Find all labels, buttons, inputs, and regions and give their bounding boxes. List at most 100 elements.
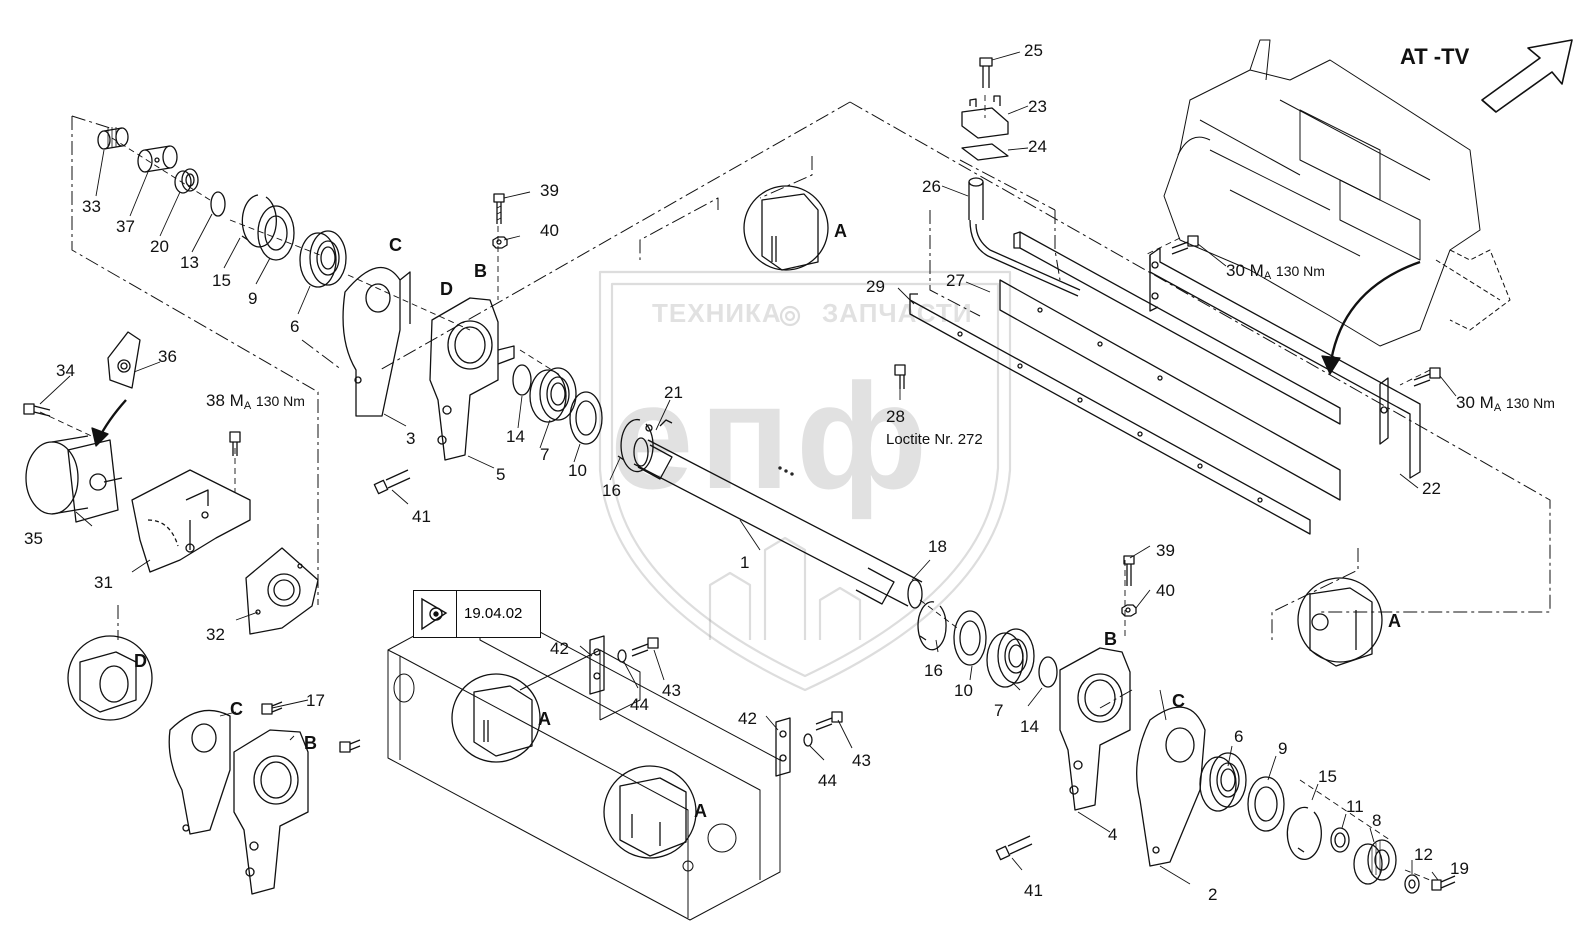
part-10-washer-upper (569, 391, 603, 445)
part-17-screw-b (339, 739, 361, 753)
part-28-screw (894, 364, 906, 389)
part-label-28: 28 (886, 407, 905, 426)
direction-arrow-icon (1481, 39, 1573, 113)
part-23-clamp (961, 95, 1009, 139)
part-29-rail (909, 279, 1341, 535)
part-label-15-bottom: 15 (1318, 767, 1337, 786)
paver-overview (1163, 39, 1511, 347)
part-30-screw-top (1171, 235, 1199, 255)
torque-38: 38 MA 130 Nm (206, 391, 305, 412)
part-label-36: 36 (158, 347, 177, 366)
part-11-ring (1330, 827, 1350, 853)
part-12-washer (1404, 874, 1420, 894)
part-15-circlip-lower (1286, 806, 1322, 861)
part-label-41-top: 41 (412, 507, 431, 526)
drop-arrow-head (91, 427, 109, 447)
part-34-screw (23, 403, 51, 417)
part-4-bracket-alt (233, 729, 309, 895)
part-label-16-top: 16 (602, 481, 621, 500)
detail-letter-b-bottom: B (304, 733, 317, 753)
part-label-20: 20 (150, 237, 169, 256)
view-reference-label: 19.04.02 (464, 605, 523, 622)
detail-letter-a-frame-1: A (538, 709, 551, 729)
part-label-21: 21 (664, 383, 683, 402)
detail-circle-a-top (743, 185, 829, 271)
part-label-25: 25 (1024, 41, 1043, 60)
part-44-washer-a (617, 649, 627, 663)
part-label-39-bottom: 39 (1156, 541, 1175, 560)
part-7-bearing-upper (529, 367, 577, 423)
part-42-plate-b (775, 717, 791, 777)
part-label-14-top: 14 (506, 427, 525, 446)
part-40-nut-lower (1121, 604, 1137, 617)
part-label-9-bottom: 9 (1278, 739, 1288, 758)
detail-letter-a-top: A (834, 221, 847, 241)
frame-assembly (387, 599, 781, 921)
watermark-company: ТЕХНИКА (652, 298, 782, 328)
part-label-4: 4 (1108, 825, 1118, 844)
part-label-18: 18 (928, 537, 947, 556)
part-40-nut-top (492, 236, 508, 249)
part-13-ring (210, 191, 226, 217)
detail-letter-d-bottom: D (134, 651, 147, 671)
loctite-note: Loctite Nr. 272 (886, 431, 983, 448)
part-label-43-b: 43 (852, 751, 871, 770)
part-19-screw (1431, 875, 1456, 891)
part-42-plate-a (589, 635, 605, 695)
part-label-23: 23 (1028, 97, 1047, 116)
part-label-40-top: 40 (540, 221, 559, 240)
detail-letter-d-top: D (440, 279, 453, 299)
part-6-bearing-lower (1199, 752, 1247, 812)
part-label-12: 12 (1414, 845, 1433, 864)
part-label-3: 3 (406, 429, 416, 448)
view-reference-box: 19.04.02 (413, 590, 541, 638)
part-6-bearing (299, 230, 347, 288)
part-33-sleeve (97, 127, 129, 150)
part-label-42-b: 42 (738, 709, 757, 728)
detail-letter-c-right: C (1172, 691, 1185, 711)
part-label-22: 22 (1422, 479, 1441, 498)
part-label-27: 27 (946, 271, 965, 290)
part-label-29: 29 (866, 277, 885, 296)
part-label-44-b: 44 (818, 771, 837, 790)
part-label-31: 31 (94, 573, 113, 592)
detail-letter-c-top: C (389, 235, 402, 255)
part-43-screw-b (815, 711, 843, 731)
detail-letter-a-frame-2: A (694, 801, 707, 821)
part-9-washer-lower (1247, 776, 1285, 832)
part-label-10-top: 10 (568, 461, 587, 480)
part-8-gear (1353, 839, 1397, 885)
curved-arrow-head (1321, 355, 1341, 375)
detail-letter-a-right: A (1388, 611, 1401, 631)
watermark-company2: ЗАПЧАСТИ (822, 298, 973, 328)
part-3-lever (342, 266, 411, 417)
part-1-shaft (633, 419, 923, 609)
detail-circle-d (67, 635, 153, 721)
detail-letter-b-right: B (1104, 629, 1117, 649)
part-label-10-bottom: 10 (954, 681, 973, 700)
part-label-7-top: 7 (540, 445, 550, 464)
part-14-ring-lower (1038, 656, 1058, 688)
part-label-32: 32 (206, 625, 225, 644)
part-17-screw-a (261, 701, 283, 715)
part-label-33: 33 (82, 197, 101, 216)
part-43-screw-a (631, 637, 659, 657)
part-label-19: 19 (1450, 859, 1469, 878)
part-label-41-bottom: 41 (1024, 881, 1043, 900)
part-label-15-top: 15 (212, 271, 231, 290)
watermark-logo: епф (610, 352, 934, 520)
part-26-tube (968, 177, 1081, 297)
part-label-40-bottom: 40 (1156, 581, 1175, 600)
part-41-bolt-right (995, 835, 1033, 861)
part-30-screw-bottom (1413, 367, 1441, 387)
detail-circle-a-frame-2 (603, 765, 697, 859)
part-15-circlip (241, 194, 277, 248)
leader-lines (39, 51, 1457, 885)
part-label-5: 5 (496, 465, 506, 484)
part-39-bolt-lower (1123, 555, 1135, 586)
part-label-6-bottom: 6 (1234, 727, 1244, 746)
curved-arrow (1328, 260, 1421, 369)
alignment-lines (39, 95, 1431, 881)
